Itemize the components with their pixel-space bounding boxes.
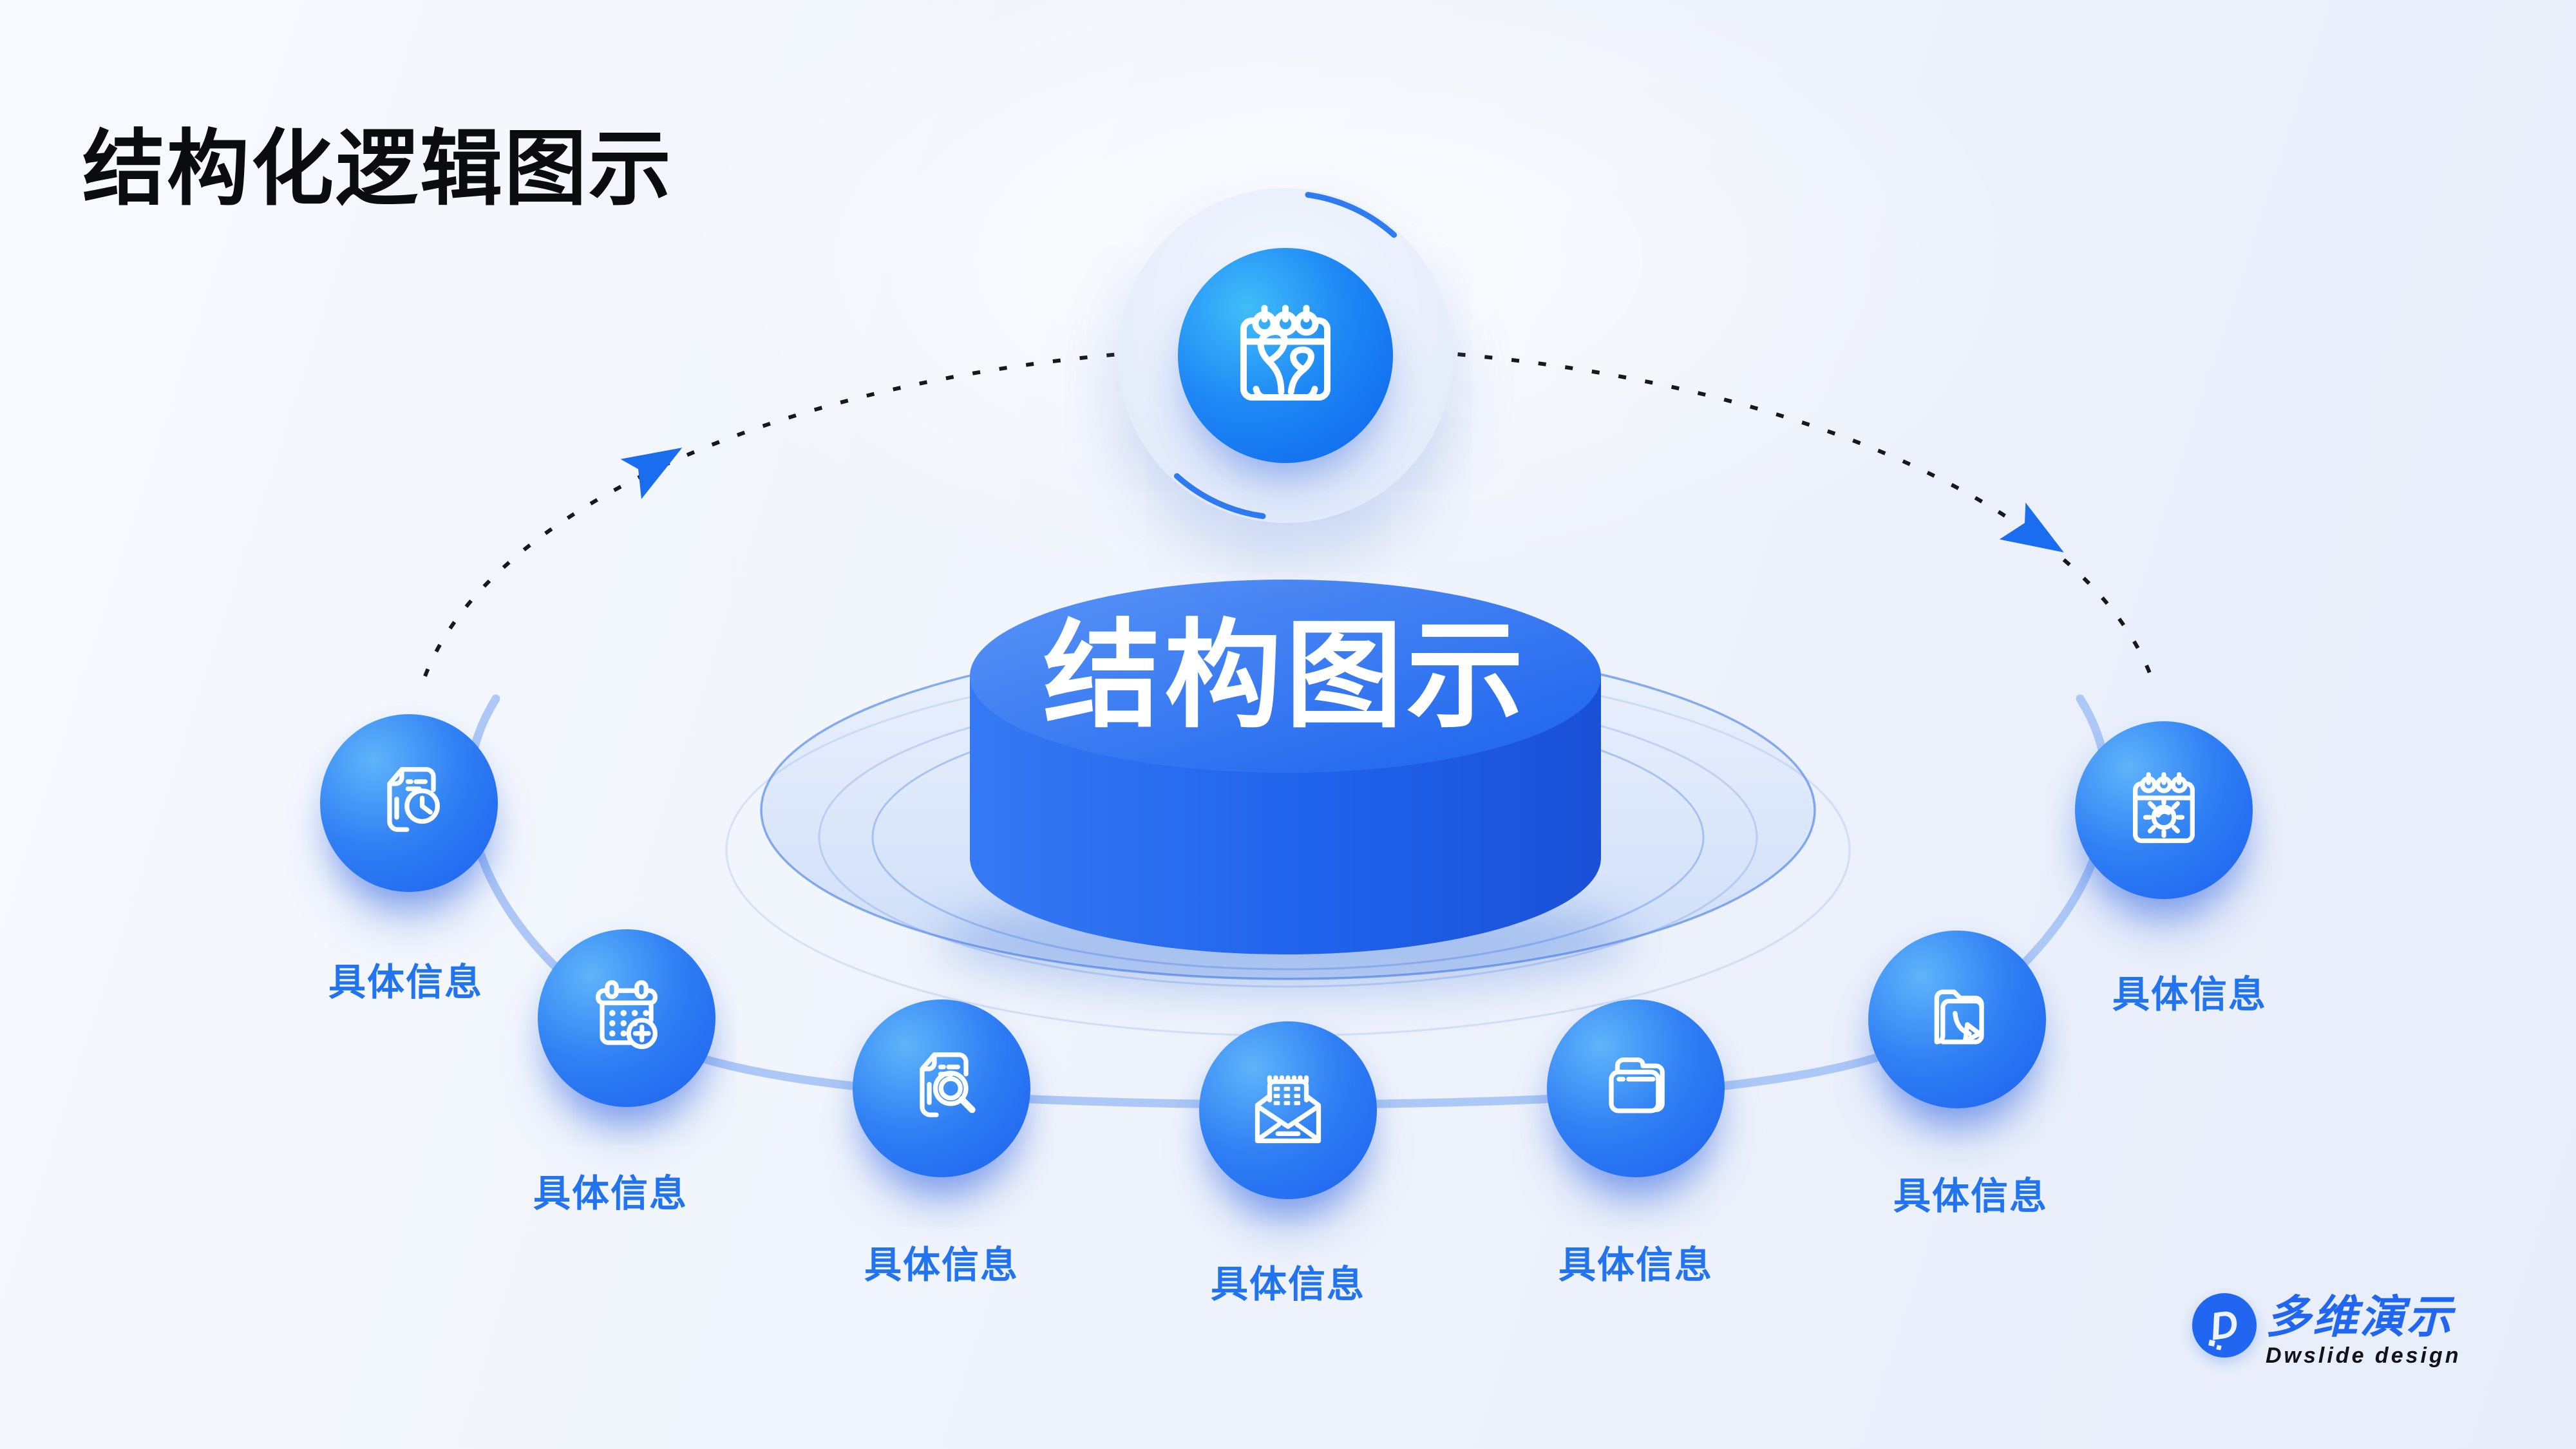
node-label: 具体信息 xyxy=(1210,1264,1365,1305)
node-circle xyxy=(1547,999,1725,1177)
brand-subtitle: Dwslide design xyxy=(2266,1343,2461,1368)
node-label: 具体信息 xyxy=(328,961,483,1003)
dotted-orbit-arc xyxy=(423,345,2153,677)
orbit-arrow-right-icon xyxy=(1999,502,2064,553)
node-label: 具体信息 xyxy=(1558,1244,1713,1286)
hero-halo xyxy=(1118,188,1453,523)
node-circle xyxy=(2075,721,2253,899)
document-search-icon xyxy=(920,1052,976,1117)
node-label: 具体信息 xyxy=(864,1244,1019,1286)
hero-circle xyxy=(1178,248,1393,463)
node-label: 具体信息 xyxy=(533,1173,688,1215)
halo-accent-arcs xyxy=(1173,192,1397,519)
node-circle xyxy=(320,714,498,892)
folder-export-icon xyxy=(1934,989,1984,1045)
brand-logo: D 多维演示 Dwslide design xyxy=(2192,1293,2461,1368)
node-circle xyxy=(1868,931,2046,1108)
brand-logo-icon: D xyxy=(2192,1293,2257,1358)
node-circle xyxy=(1199,1021,1377,1199)
disc-top xyxy=(970,580,1601,773)
page-title: 结构化逻辑图示 xyxy=(82,123,674,215)
folder-icon xyxy=(1609,1057,1665,1113)
node-circle xyxy=(853,999,1030,1177)
calendar-sun-icon xyxy=(2133,772,2195,844)
brand-name: 多维演示 xyxy=(2266,1292,2454,1342)
node-label: 具体信息 xyxy=(2112,974,2267,1016)
orbit-arrow-left-icon xyxy=(620,448,683,499)
node-label: 具体信息 xyxy=(1893,1175,2048,1217)
disc-label: 结构图示 xyxy=(1043,609,1528,741)
calendar-plant-icon xyxy=(1240,305,1331,401)
calendar-plus-icon xyxy=(596,980,658,1049)
node-circle xyxy=(538,929,715,1107)
document-clock-icon xyxy=(387,767,440,832)
envelope-calendar-icon xyxy=(1255,1075,1321,1144)
